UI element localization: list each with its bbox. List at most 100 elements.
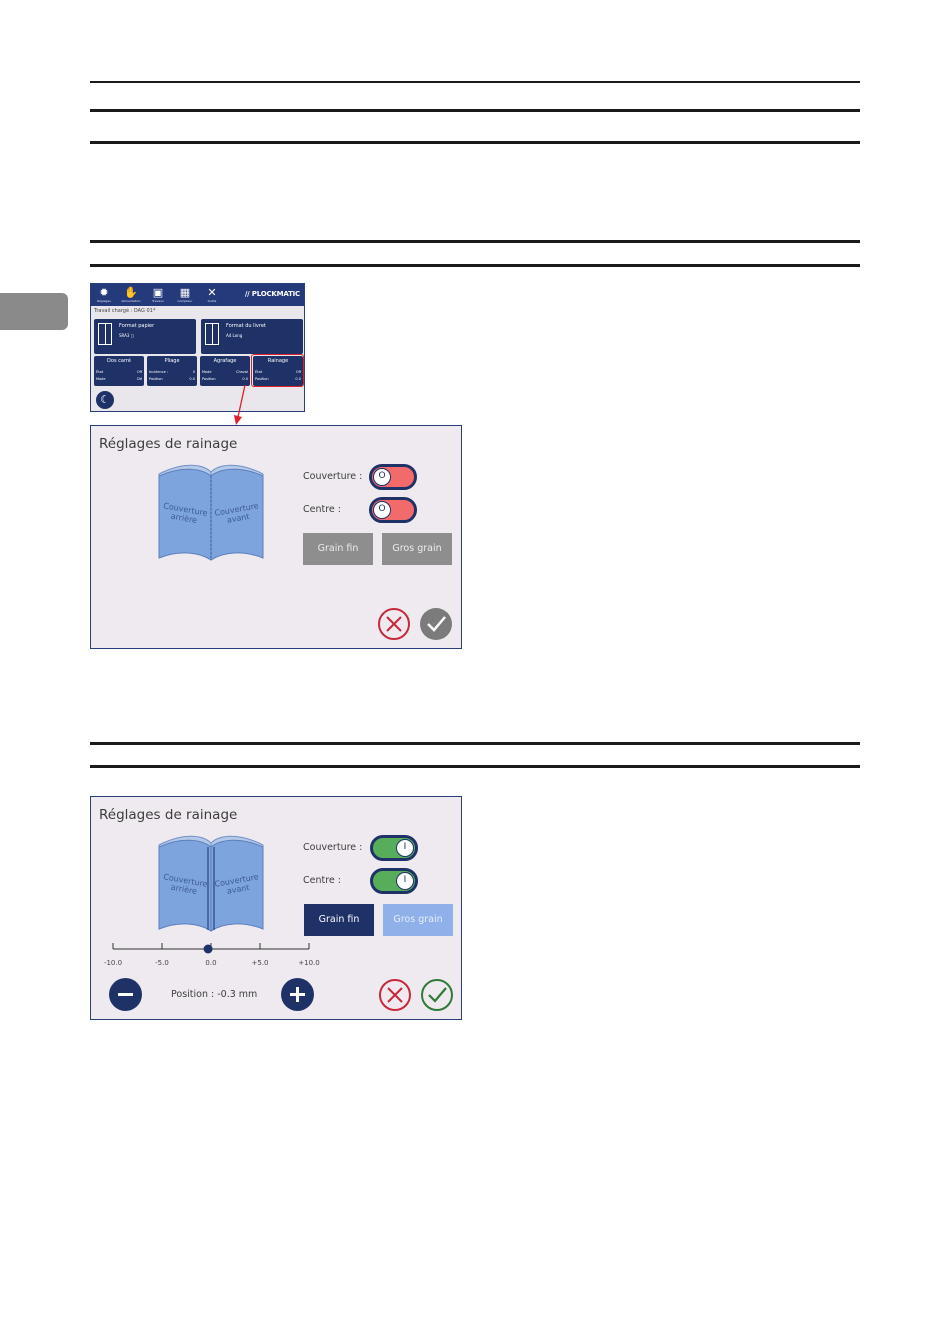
row-key: Position xyxy=(149,377,163,381)
tile-title: Agrafage xyxy=(213,358,237,364)
hand-glyph: ✋ xyxy=(124,286,138,299)
creasing-settings-panel-on: Réglages de rainage Couverturearrière Co… xyxy=(90,796,462,1020)
tile-row: Incidence : 0 xyxy=(149,370,195,374)
job-loaded-text: Travail chargé : DAG 01* xyxy=(94,308,156,314)
row-value: 0.0 xyxy=(242,377,248,381)
tile-title: Pliage xyxy=(164,358,180,364)
couverture-toggle[interactable]: O xyxy=(369,464,417,490)
chapter-tab xyxy=(0,293,68,330)
cancel-icon[interactable] xyxy=(377,607,411,641)
cancel-icon[interactable] xyxy=(378,978,412,1012)
briefcase-icon[interactable]: ▣ Travaux xyxy=(146,286,170,305)
tile-value: A4 Long xyxy=(226,333,243,338)
row-value: Chaval xyxy=(236,370,248,374)
tools-icon[interactable]: ✕ Outils xyxy=(200,286,224,305)
booklet-format-tile[interactable]: Format du livret A4 Long xyxy=(201,319,303,354)
section1-rule-bottom xyxy=(90,264,860,267)
paper-icon xyxy=(98,323,112,345)
creasing-settings-panel-off: Réglages de rainage Couverturearrière Co… xyxy=(90,425,462,649)
coarse-grain-button[interactable]: Gros grain xyxy=(383,904,453,936)
brand-logo: // PLOCKMATIC xyxy=(244,290,300,298)
row-value: 0.0 xyxy=(189,377,195,381)
row-key: État xyxy=(96,370,104,374)
row-value: Dé xyxy=(137,377,142,381)
tile-title: Dos carré xyxy=(107,358,131,364)
toggle-knob: I xyxy=(396,839,414,857)
header-rule-1 xyxy=(90,109,860,112)
row-value: 0.0 xyxy=(295,377,301,381)
tile-row: État Off xyxy=(96,370,142,374)
row-key: Mode xyxy=(202,370,212,374)
row-key: Mode xyxy=(96,377,106,381)
row-value: 0 xyxy=(192,370,195,374)
paper-format-tile[interactable]: Format papier SRA3 ◻ xyxy=(94,319,196,354)
scale-tick-label: +5.0 xyxy=(252,959,269,967)
couverture-label: Couverture : xyxy=(303,471,363,482)
scale-tick-label: -5.0 xyxy=(155,959,169,967)
toolbar-label: Travaux xyxy=(152,299,164,303)
row-key: État xyxy=(255,370,263,374)
tile-row: Position 0.0 xyxy=(202,377,248,381)
tile-title: Format du livret xyxy=(226,323,266,329)
centre-label: Centre : xyxy=(303,875,341,886)
confirm-icon[interactable] xyxy=(419,607,453,641)
tile-row: Position 0.0 xyxy=(149,377,195,381)
tile-row: État Off xyxy=(255,370,301,374)
mini-toolbar: ✹ Réglages ✋ Alimentation ▣ Travaux ▦ Co… xyxy=(91,284,304,306)
moon-icon[interactable]: ☾ xyxy=(96,391,114,409)
row-key: Incidence : xyxy=(149,370,169,374)
booklet-icon xyxy=(205,323,219,345)
scale-tick-label: 0.0 xyxy=(205,959,216,967)
row-value: Off xyxy=(295,370,301,374)
panel-title: Réglages de rainage xyxy=(99,436,238,452)
section2-rule-bottom xyxy=(90,765,860,768)
centre-toggle[interactable]: O xyxy=(369,497,417,523)
centre-toggle[interactable]: I xyxy=(370,868,418,894)
centre-label: Centre : xyxy=(303,504,341,515)
panel-title: Réglages de rainage xyxy=(99,807,238,823)
toolbar-label: Alimentation xyxy=(121,299,141,303)
gear-glyph: ✹ xyxy=(99,286,109,299)
section1-rule-top xyxy=(90,240,860,243)
toggle-knob: O xyxy=(373,468,391,486)
couverture-toggle[interactable]: I xyxy=(370,835,418,861)
minus-icon xyxy=(118,993,133,996)
hand-icon[interactable]: ✋ Alimentation xyxy=(119,286,143,305)
toolbar-label: Compteur xyxy=(177,299,193,303)
tile-row: Position 0.0 xyxy=(255,377,301,381)
plus-button[interactable] xyxy=(281,978,314,1011)
section2-rule-top xyxy=(90,742,860,745)
scale-tick-label: +10.0 xyxy=(298,959,319,967)
briefcase-glyph: ▣ xyxy=(152,286,164,299)
pointer-arrow xyxy=(234,384,246,425)
confirm-icon[interactable] xyxy=(420,978,454,1012)
coarse-grain-button[interactable]: Gros grain xyxy=(382,533,452,565)
toggle-knob: I xyxy=(396,872,414,890)
tile-value: SRA3 ◻ xyxy=(119,333,135,338)
position-slider[interactable]: -10.0 -5.0 0.0 +5.0 +10.0 xyxy=(103,937,323,971)
header-rule-2 xyxy=(90,141,860,144)
booklet-icon: Couverturearrière Couvertureavant xyxy=(158,464,264,561)
couverture-label: Couverture : xyxy=(303,842,363,853)
square-back-tile[interactable]: Dos carré État Off Mode Dé xyxy=(94,356,144,386)
row-value: Off xyxy=(136,370,142,374)
toolbar-label: Réglages xyxy=(97,299,111,303)
tools-glyph: ✕ xyxy=(207,286,217,299)
top-rule-thin xyxy=(90,81,860,83)
toggle-knob: O xyxy=(373,501,391,519)
fine-grain-button[interactable]: Grain fin xyxy=(303,533,373,565)
row-key: Position xyxy=(255,377,269,381)
minus-button[interactable] xyxy=(109,978,142,1011)
scale-tick-label: -10.0 xyxy=(104,959,122,967)
fine-grain-button[interactable]: Grain fin xyxy=(304,904,374,936)
tile-title: Format papier xyxy=(119,323,155,329)
gear-icon[interactable]: ✹ Réglages xyxy=(92,286,116,305)
folding-tile[interactable]: Pliage Incidence : 0 Position 0.0 xyxy=(147,356,197,386)
row-key: Position xyxy=(202,377,216,381)
home-screen-thumbnail: ✹ Réglages ✋ Alimentation ▣ Travaux ▦ Co… xyxy=(90,283,305,412)
counter-icon[interactable]: ▦ Compteur xyxy=(173,286,197,305)
slider-handle[interactable] xyxy=(203,944,213,954)
toolbar-label: Outils xyxy=(207,299,217,303)
stapling-tile[interactable]: Agrafage Mode Chaval Position 0.0 xyxy=(200,356,250,386)
